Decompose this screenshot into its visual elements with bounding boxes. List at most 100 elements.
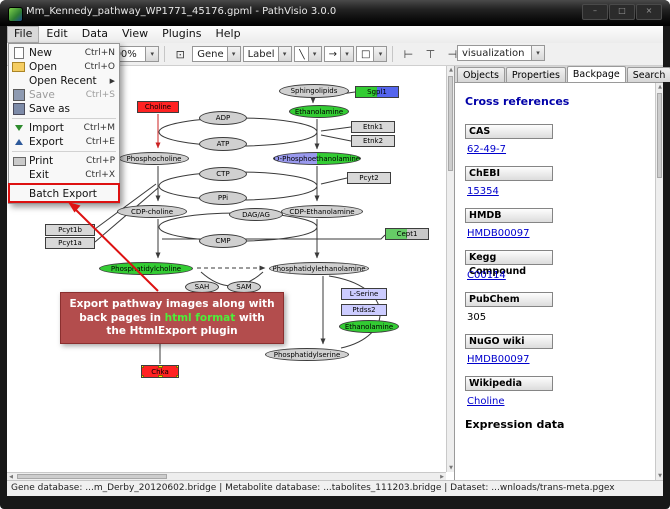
node-ctp[interactable]: CTP (199, 167, 247, 181)
minimize-button[interactable]: – (582, 4, 608, 20)
node-pcyt1b[interactable]: Pcyt1b (45, 224, 95, 236)
node-ptdss2[interactable]: Ptdss2 (341, 304, 387, 316)
chevron-down-icon[interactable]: ▾ (373, 47, 387, 61)
selection-handle[interactable] (176, 375, 178, 377)
label-template-combo[interactable]: Label ▾ (242, 46, 292, 62)
node-choline[interactable]: Choline (137, 101, 179, 113)
chevron-down-icon[interactable]: ▾ (340, 47, 354, 61)
selection-handle[interactable] (142, 366, 144, 368)
tab-properties[interactable]: Properties (505, 67, 566, 82)
selection-handle[interactable] (158, 366, 163, 368)
xref-link[interactable]: HMDB00097 (467, 354, 530, 365)
selection-handle[interactable] (142, 375, 144, 377)
node-phosphatidylcholine[interactable]: Phosphatidylcholine (99, 262, 193, 275)
file-menu-item-save-as[interactable]: Save as (9, 102, 119, 116)
maximize-button[interactable]: □ (609, 4, 635, 20)
node-pcyt1a[interactable]: Pcyt1a (45, 237, 95, 249)
node-phosphocholine[interactable]: Phosphocholine (119, 152, 189, 165)
canvas-vertical-scrollbar[interactable]: ▲ ▼ (446, 66, 454, 472)
scroll-down-icon[interactable]: ▼ (449, 465, 453, 471)
node-cmp[interactable]: CMP (199, 234, 247, 248)
gene-template-combo[interactable]: Gene ▾ (192, 46, 241, 62)
chevron-down-icon[interactable]: ▾ (277, 47, 291, 61)
scroll-right-icon[interactable]: ▶ (440, 474, 444, 480)
node-cept1[interactable]: Cept1 (385, 228, 429, 240)
visualization-combo[interactable]: visualization ▾ (457, 45, 545, 61)
canvas-horizontal-scrollbar[interactable]: ◀ ▶ (7, 472, 446, 480)
node-etnk2[interactable]: Etnk2 (351, 135, 395, 147)
node-o-phosphoethanolamine[interactable]: O-Phosphoethanolamine (273, 152, 361, 165)
menu-item-label: Save as (29, 103, 71, 115)
menu-plugins[interactable]: Plugins (162, 27, 202, 40)
file-menu-item-batch-export[interactable]: Batch Export (9, 187, 119, 201)
xref-link[interactable]: HMDB00097 (467, 228, 530, 239)
tab-search[interactable]: Search (626, 67, 670, 82)
align-left-button[interactable]: ⊢ (403, 47, 414, 61)
panel-scrollbar[interactable]: ▲ ▼ (655, 83, 663, 480)
node-ethanolamine[interactable]: Ethanolamine (289, 105, 349, 118)
node-phosphatidylserine[interactable]: Phosphatidylserine (265, 348, 349, 361)
zoom-fit-button[interactable]: ⊡ (175, 47, 185, 61)
scrollbar-thumb[interactable] (448, 76, 453, 171)
chevron-down-icon[interactable]: ▾ (226, 47, 240, 61)
xref-link[interactable]: 62-49-7 (467, 144, 507, 155)
node-sgpl1[interactable]: Sgpl1 (355, 86, 399, 98)
window-controls: – □ × (582, 4, 662, 20)
file-menu-item-open-recent[interactable]: Open Recent ▶ (9, 74, 119, 88)
node-cdp-ethanolamine[interactable]: CDP-Ethanolamine (281, 205, 363, 218)
line-tool-combo[interactable]: ╲ ▾ (293, 46, 322, 62)
tab-objects[interactable]: Objects (457, 67, 505, 82)
xref-link[interactable]: 15354 (467, 186, 499, 197)
node-atp[interactable]: ATP (199, 137, 247, 151)
node-chka[interactable]: Chka (141, 365, 179, 378)
menu-view[interactable]: View (122, 27, 149, 40)
node-l-serine[interactable]: L-Serine (341, 288, 387, 300)
xref-link[interactable]: C00114 (467, 270, 506, 281)
line-tool-icon: ╲ (298, 48, 305, 60)
menu-help[interactable]: Help (215, 27, 241, 40)
selection-handle[interactable] (176, 366, 178, 368)
align-top-button[interactable]: ⊤ (425, 47, 436, 61)
scroll-down-icon[interactable]: ▼ (658, 473, 662, 479)
node-etnk1[interactable]: Etnk1 (351, 121, 395, 133)
chevron-down-icon[interactable]: ▾ (531, 46, 544, 60)
scrollbar-thumb[interactable] (657, 93, 662, 178)
menu-file[interactable]: File (7, 26, 40, 43)
menu-edit[interactable]: Edit (46, 27, 68, 40)
scroll-left-icon[interactable]: ◀ (9, 474, 13, 480)
node-sphingolipids[interactable]: Sphingolipids (279, 84, 349, 98)
submenu-arrow-icon: ▶ (109, 77, 115, 85)
scrollbar-thumb[interactable] (17, 474, 167, 479)
chevron-down-icon[interactable]: ▾ (145, 47, 159, 61)
node-phosphatidylethanolamine[interactable]: Phosphatidylethanolamine (269, 262, 369, 275)
scroll-up-icon[interactable]: ▲ (449, 67, 453, 73)
arrow-tool-combo[interactable]: → ▾ (323, 46, 355, 62)
shape-tool-combo[interactable]: □ ▾ (356, 46, 388, 62)
node-dag-ag[interactable]: DAG/AG (229, 208, 283, 221)
selection-handle[interactable] (158, 375, 163, 377)
align-right-button[interactable]: ⊣ (447, 47, 458, 61)
node-cdp-choline[interactable]: CDP-choline (117, 205, 187, 218)
xref-source-header: Wikipedia (465, 376, 553, 391)
scroll-up-icon[interactable]: ▲ (658, 84, 662, 90)
menu-data[interactable]: Data (81, 27, 108, 40)
chevron-down-icon[interactable]: ▾ (307, 47, 321, 61)
node-ppi[interactable]: PPi (199, 191, 247, 205)
node-ethanolamine[interactable]: Ethanolamine (339, 320, 399, 333)
node-pcyt2[interactable]: Pcyt2 (347, 172, 391, 184)
close-button[interactable]: × (636, 4, 662, 20)
node-adp[interactable]: ADP (199, 111, 247, 125)
menu-item-label: Open Recent (29, 75, 97, 87)
menu-item-label: Print (29, 155, 54, 167)
xref-link[interactable]: Choline (467, 396, 505, 407)
tab-backpage[interactable]: Backpage (566, 66, 626, 82)
